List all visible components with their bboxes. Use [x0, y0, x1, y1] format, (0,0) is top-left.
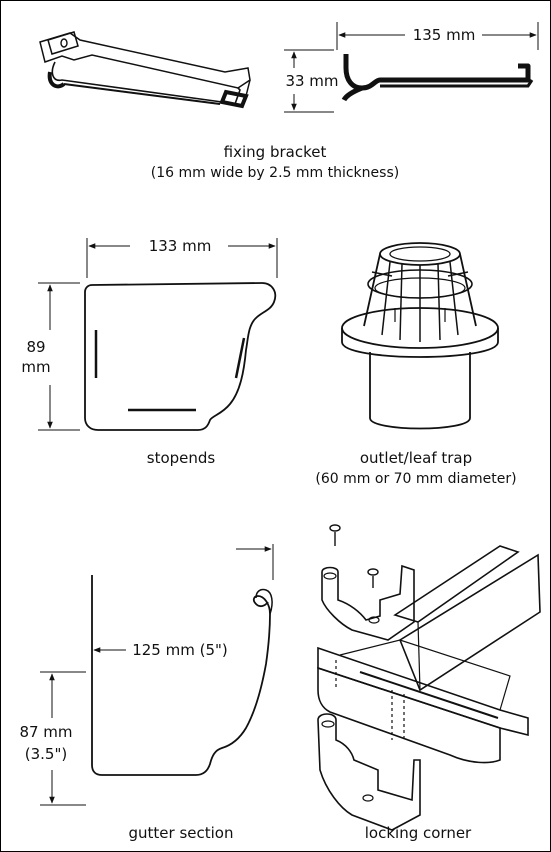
stopend-drawing — [84, 282, 277, 431]
fixing-bracket-subcaption: (16 mm wide by 2.5 mm thickness) — [151, 165, 399, 181]
outlet-leaf-trap-caption: outlet/leaf trap — [360, 449, 472, 467]
bracket-width-dimension — [336, 22, 539, 50]
locking-corner-caption: locking corner — [365, 824, 472, 842]
fixing-bracket-profile — [341, 54, 534, 102]
bracket-height-label: 33 mm — [285, 72, 338, 90]
gutter-height-label-line1: 87 mm — [19, 723, 72, 741]
stopend-width-label: 133 mm — [149, 237, 212, 255]
fixing-bracket-caption: fixing bracket — [224, 143, 327, 161]
gutter-width-label: 125 mm (5") — [132, 641, 228, 659]
gutter-width-dimension — [93, 544, 274, 653]
bracket-width-label: 135 mm — [413, 26, 476, 44]
stopend-height-label-line2: mm — [21, 358, 50, 376]
fixing-bracket-perspective — [39, 31, 251, 109]
bracket-height-dimension — [284, 49, 334, 113]
stopend-height-dimension — [38, 282, 80, 431]
stopends-caption: stopends — [147, 449, 216, 467]
stopend-height-label-line1: 89 — [26, 338, 45, 356]
gutter-section-caption: gutter section — [129, 824, 234, 842]
gutter-height-label-line2: (3.5") — [25, 745, 67, 763]
outlet-leaf-trap-drawing — [341, 242, 499, 430]
outlet-leaf-trap-subcaption: (60 mm or 70 mm diameter) — [315, 471, 516, 487]
gutter-height-dimension — [40, 671, 86, 806]
stopend-width-dimension — [86, 238, 278, 278]
gutter-section-drawing — [91, 575, 273, 776]
locking-corner-drawing — [317, 524, 541, 831]
